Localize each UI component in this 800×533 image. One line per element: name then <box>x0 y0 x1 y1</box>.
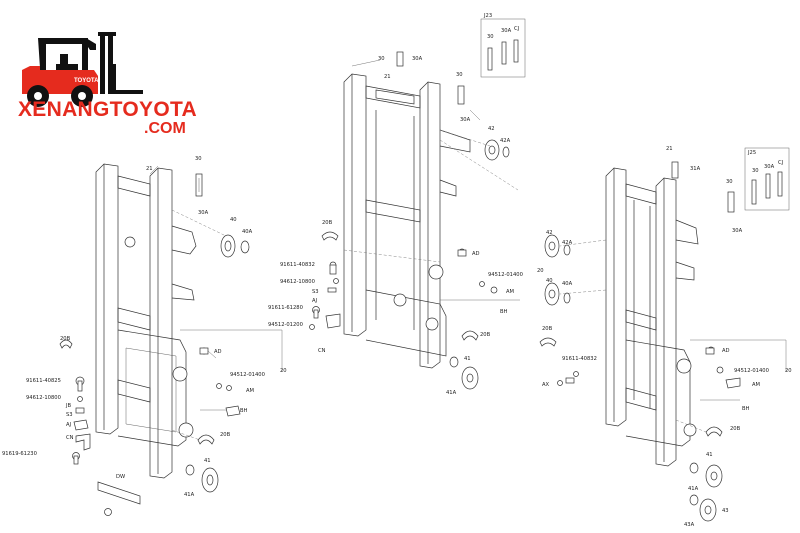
label: 20 <box>785 368 792 374</box>
label: 41 <box>464 356 471 362</box>
label: 20 <box>280 368 287 374</box>
label: DW <box>116 474 125 480</box>
label: 30 <box>752 168 759 174</box>
label: 30 <box>195 156 202 162</box>
label: 20B <box>730 426 741 432</box>
label: 30 <box>487 34 494 40</box>
label: 91611-40832 <box>562 356 597 362</box>
label: BH <box>742 406 750 412</box>
label: 91611-61280 <box>268 305 303 311</box>
label: J23 <box>483 13 492 19</box>
right-mast-assembly <box>539 147 790 522</box>
label: 40 <box>230 217 237 223</box>
label: AJ <box>312 298 318 304</box>
label: 20B <box>60 336 71 342</box>
label: 43A <box>684 522 695 528</box>
label: AM <box>752 382 760 388</box>
middle-mast-assembly <box>309 18 526 390</box>
label: AD <box>472 251 480 257</box>
left-labels: 21 30 30A 40 40A 20B 20 AD 94512-01400 A… <box>2 156 287 498</box>
label: S3 <box>312 289 319 295</box>
label: 94512-01200 <box>268 322 303 328</box>
label: 21 <box>146 166 153 172</box>
label: CJ <box>514 26 520 32</box>
label: 42 <box>546 230 553 236</box>
forklift-icon: TOYOTA <box>22 32 143 107</box>
label: 20 <box>537 268 544 274</box>
label: 41A <box>688 486 699 492</box>
label: 30 <box>378 56 385 62</box>
label: 41A <box>184 492 195 498</box>
label: 20B <box>542 326 553 332</box>
label: 43 <box>722 508 729 514</box>
label: 30A <box>198 210 209 216</box>
label: 94512-01400 <box>230 372 265 378</box>
brand-logo[interactable]: TOYOTA <box>14 24 204 144</box>
middle-labels: J23 30 30A CJ 30 30A 21 30 30A 42 42A 20… <box>268 13 523 396</box>
left-mast-assembly <box>59 163 283 516</box>
label: 20B <box>220 432 231 438</box>
label: 40A <box>562 281 573 287</box>
label: 21 <box>384 74 391 80</box>
label: 30A <box>764 164 775 170</box>
label: 30A <box>501 28 512 34</box>
label: AD <box>214 349 222 355</box>
label: JB <box>65 403 72 409</box>
label: CN <box>318 348 326 354</box>
label: CJ <box>778 160 784 166</box>
label: 30A <box>412 56 423 62</box>
label: 31A <box>690 166 701 172</box>
label: 94612-10800 <box>26 395 61 401</box>
label: 42A <box>500 138 511 144</box>
right-labels: J25 30 30A CJ 21 31A 30 30A 42 42A 20 40… <box>537 146 792 528</box>
label: CN <box>66 435 74 441</box>
label: AD <box>722 348 730 354</box>
label: 91619-61230 <box>2 451 37 457</box>
label: 20B <box>322 220 333 226</box>
label: 42A <box>562 240 573 246</box>
label: 42 <box>488 126 495 132</box>
label: 91611-40825 <box>26 378 61 384</box>
label: 94512-01400 <box>488 272 523 278</box>
label: AJ <box>66 422 72 428</box>
label: J25 <box>747 150 756 156</box>
label: 30 <box>726 179 733 185</box>
label: AM <box>246 388 254 394</box>
label: BH <box>500 309 508 315</box>
brand-name: XENANGTOYOTA <box>18 98 198 121</box>
label: BH <box>240 408 248 414</box>
label: 30 <box>456 72 463 78</box>
label: 40A <box>242 229 253 235</box>
label: S3 <box>66 412 73 418</box>
label: 91611-40832 <box>280 262 315 268</box>
label: 30A <box>732 228 743 234</box>
label: 40 <box>546 278 553 284</box>
label: AM <box>506 289 514 295</box>
label: AX <box>542 382 550 388</box>
label: 41 <box>204 458 211 464</box>
badge-text: TOYOTA <box>74 78 99 84</box>
label: 94612-10800 <box>280 279 315 285</box>
brand-suffix: .COM <box>144 120 186 137</box>
label: 94512-01400 <box>734 368 769 374</box>
label: 41A <box>446 390 457 396</box>
label: 20B <box>480 332 491 338</box>
label: 41 <box>706 452 713 458</box>
label: 21 <box>666 146 673 152</box>
label: 30A <box>460 117 471 123</box>
